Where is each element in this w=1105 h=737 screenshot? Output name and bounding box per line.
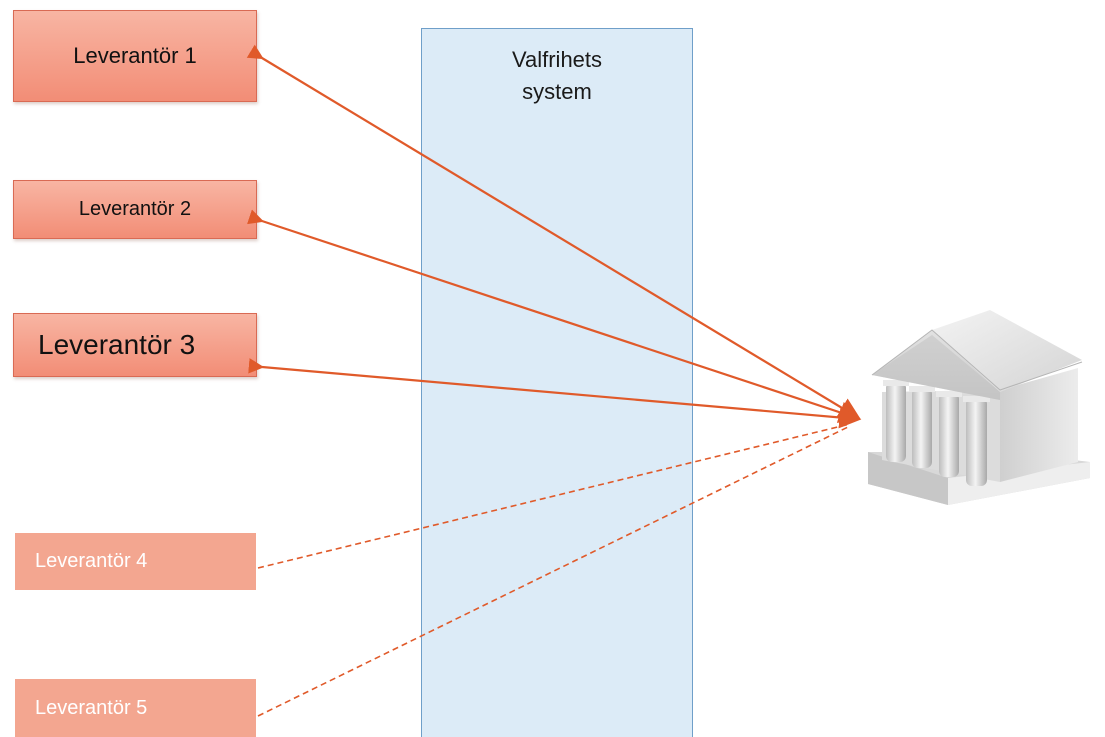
supplier-box-3: Leverantör 3 bbox=[13, 313, 257, 377]
dashed-line-supplier-5 bbox=[257, 425, 851, 717]
supplier-box-5: Leverantör 5 bbox=[15, 679, 256, 737]
supplier-box-1: Leverantör 1 bbox=[13, 10, 257, 102]
dashed-line-supplier-4 bbox=[257, 423, 851, 569]
arrow-supplier-2 bbox=[247, 209, 862, 423]
supplier-box-4: Leverantör 4 bbox=[15, 533, 256, 590]
arrow-supplier-3 bbox=[248, 358, 862, 429]
arrow-supplier-1 bbox=[246, 44, 861, 420]
supplier-box-2: Leverantör 2 bbox=[13, 180, 257, 239]
building-icon bbox=[868, 310, 1090, 505]
